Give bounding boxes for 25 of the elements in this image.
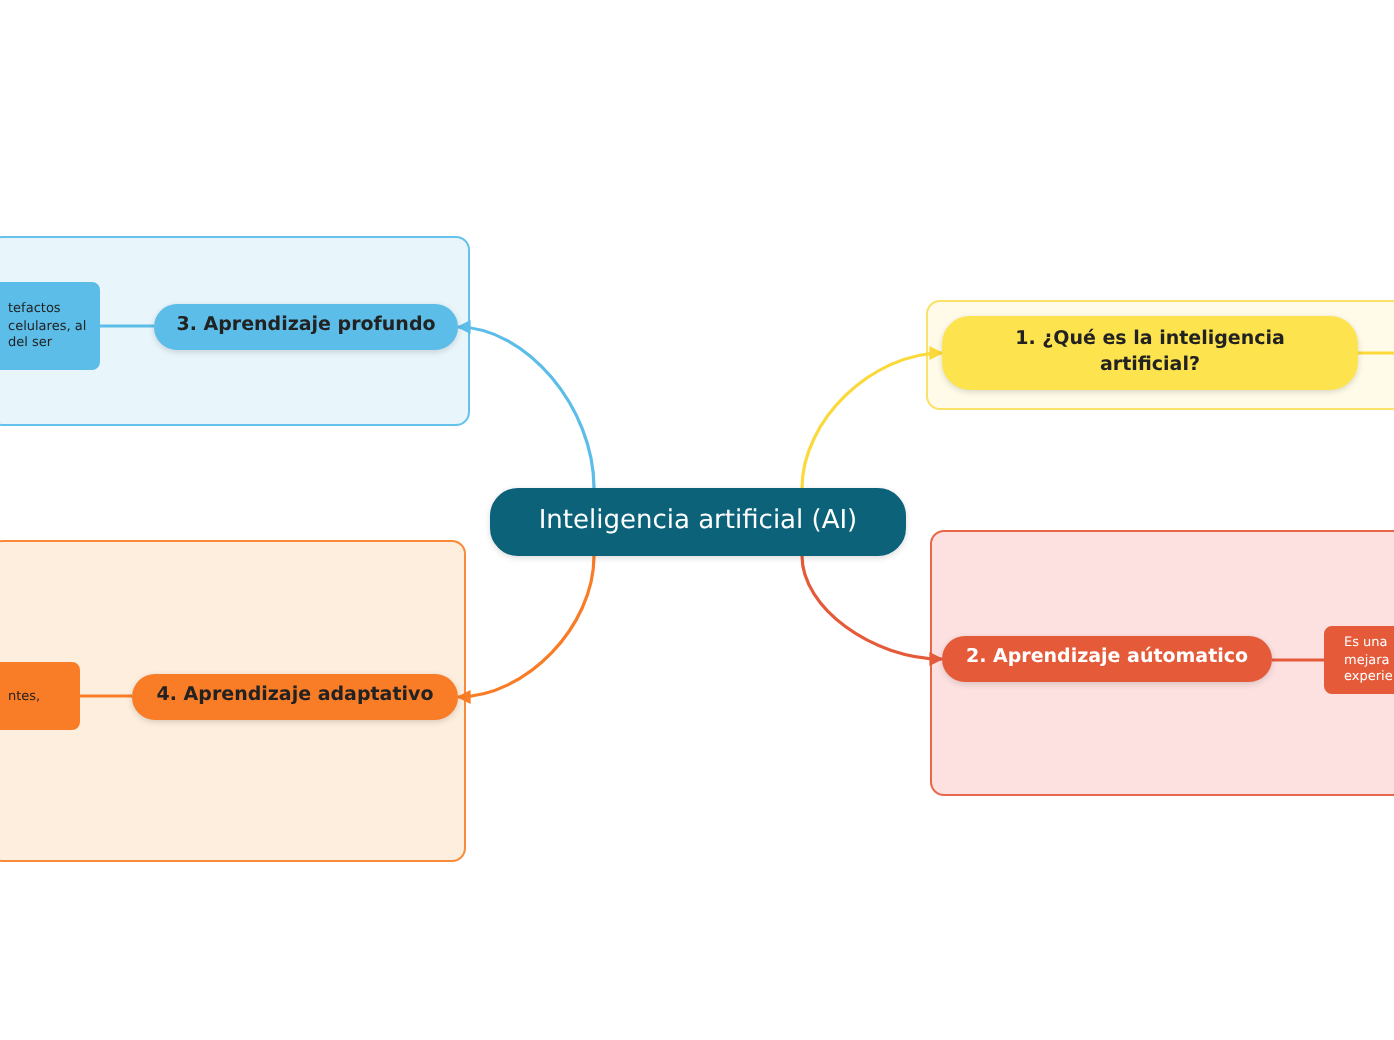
topic-pill xyxy=(154,304,458,350)
subtopic-box xyxy=(0,282,100,370)
subtopic-box xyxy=(1324,626,1394,694)
subtopic-box xyxy=(0,662,80,730)
connector xyxy=(456,321,596,489)
connector xyxy=(100,324,154,328)
frame-box xyxy=(0,236,470,426)
frame-box xyxy=(0,540,466,862)
connector xyxy=(456,555,596,703)
central-topic xyxy=(490,488,906,556)
connector xyxy=(800,555,944,666)
topic-text: 2. Aprendizaje aútomatico xyxy=(965,646,1249,672)
topic-text: Inteligencia artificial (AI) xyxy=(538,505,858,539)
connector xyxy=(1358,351,1394,355)
topic-text: 4. Aprendizaje adaptativo xyxy=(156,684,434,710)
topic-pill xyxy=(942,636,1272,682)
frame-box xyxy=(926,300,1394,410)
connector xyxy=(800,347,944,489)
connector xyxy=(80,694,132,698)
frame-box xyxy=(930,530,1394,796)
topic-pill xyxy=(942,316,1358,390)
topic-text: 1. ¿Qué es la inteligencia artificial? xyxy=(1013,328,1287,378)
connector xyxy=(1272,658,1324,662)
topic-text: 3. Aprendizaje profundo xyxy=(176,314,436,340)
topic-pill xyxy=(132,674,458,720)
